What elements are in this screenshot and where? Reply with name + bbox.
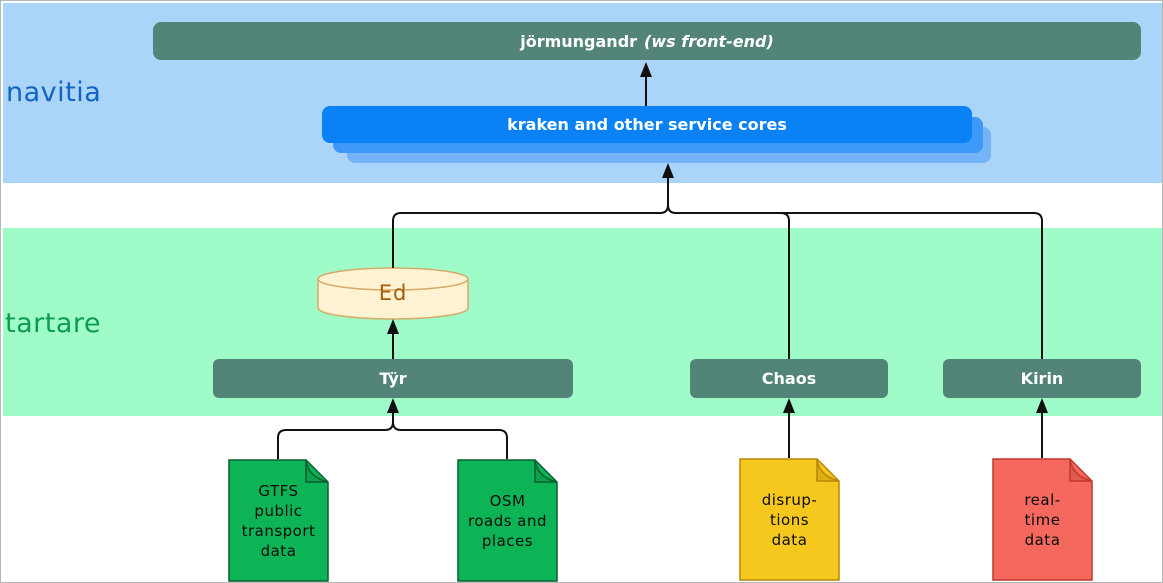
node-kirin: Kirin xyxy=(943,359,1141,398)
doc-line: roads and xyxy=(467,511,548,530)
doc-line: places xyxy=(481,531,534,550)
node-ed-database: Ed xyxy=(317,267,469,320)
document-icon xyxy=(228,459,329,582)
doc-line: public xyxy=(254,501,303,520)
gtfs-document: GTFS public transport data xyxy=(228,459,329,582)
doc-line: data xyxy=(1024,530,1061,549)
doc-line: data xyxy=(771,530,808,549)
jormungandr-label: jörmungandr xyxy=(520,31,638,51)
realtime-document: real- time data xyxy=(992,458,1093,581)
doc-line: real- xyxy=(1024,490,1061,509)
doc-line: disrup- xyxy=(761,490,818,509)
osm-document: OSM roads and places xyxy=(457,459,558,582)
realtime-document-label: real- time data xyxy=(992,458,1093,581)
node-chaos: Chaos xyxy=(690,359,888,398)
ed-label: Ed xyxy=(378,281,408,305)
node-jormungandr: jörmungandr (ws front-end) xyxy=(153,22,1141,60)
disruptions-document: disrup- tions data xyxy=(739,458,840,581)
jormungandr-suffix: (ws front-end) xyxy=(644,31,774,51)
kraken-label: kraken and other service cores xyxy=(507,115,787,134)
database-cylinder-icon xyxy=(317,267,469,320)
doc-line: data xyxy=(260,541,297,560)
disruptions-document-label: disrup- tions data xyxy=(739,458,840,581)
node-kraken: kraken and other service cores xyxy=(322,106,972,143)
document-icon xyxy=(739,458,840,581)
doc-line: transport xyxy=(241,521,316,540)
doc-line: tions xyxy=(769,510,810,529)
tartare-band-label: tartare xyxy=(5,308,101,339)
doc-line: OSM xyxy=(489,491,526,510)
doc-line: time xyxy=(1024,510,1061,529)
document-icon xyxy=(992,458,1093,581)
node-tyr: Tÿr xyxy=(213,359,573,398)
navitia-band-label: navitia xyxy=(6,77,102,108)
osm-document-label: OSM roads and places xyxy=(457,459,558,582)
document-icon xyxy=(457,459,558,582)
doc-line: GTFS xyxy=(258,481,299,500)
gtfs-document-label: GTFS public transport data xyxy=(228,459,329,582)
